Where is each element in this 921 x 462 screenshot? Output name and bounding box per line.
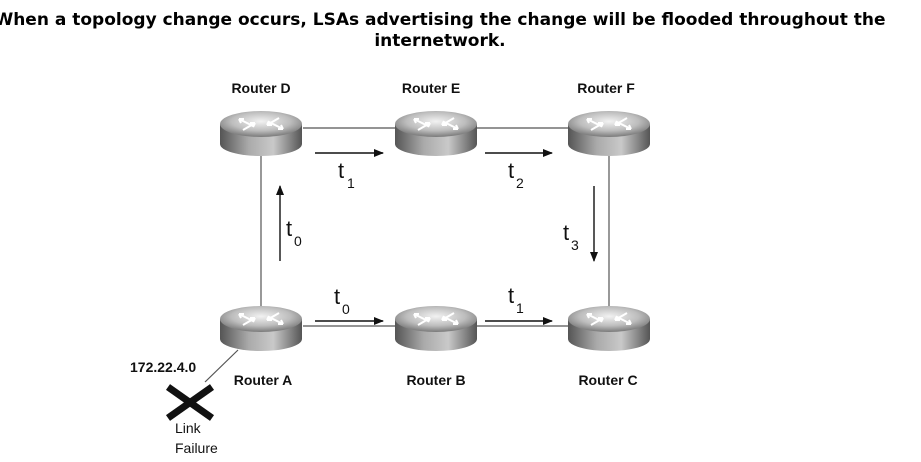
router-a-icon [219,305,303,352]
timing-subscript: 0 [342,301,350,317]
timing-subscript: 0 [294,233,302,249]
timing-b-c: t 1 [508,283,524,316]
router-a-label: Router A [234,372,293,388]
timing-subscript: 1 [347,175,355,191]
router-b-label: Router B [406,372,465,388]
router-b-icon [394,305,478,352]
timing-d-e: t 1 [338,158,355,191]
router-f-label: Router F [577,80,635,96]
router-f-icon [567,110,651,157]
links [204,127,610,383]
timing-a-b: t 0 [334,284,350,317]
timing-letter: t [508,283,514,308]
title-line-2: internetwork. [374,31,506,51]
timing-letter: t [334,284,340,309]
router-e-icon [394,110,478,157]
timing-e-f: t 2 [508,158,524,191]
timing-subscript: 3 [571,237,579,253]
router-d-label: Router D [231,80,290,96]
flood-arrows [276,149,598,325]
timing-subscript: 2 [516,175,524,191]
timing-letter: t [338,158,344,183]
timing-subscript: 1 [516,300,524,316]
timing-letter: t [563,220,569,245]
title-line-1: When a topology change occurs, LSAs adve… [0,10,886,30]
link-failure-x-icon [165,384,215,421]
router-c-icon [567,305,651,352]
failure-label-line1: Link [175,420,202,436]
timing-f-c: t 3 [563,220,579,253]
router-c-label: Router C [578,372,637,388]
link-a-network [204,349,239,383]
network-address: 172.22.4.0 [130,359,196,375]
router-e-label: Router E [402,80,460,96]
failure-label-line2: Failure [175,440,218,456]
router-d-icon [219,110,303,157]
timing-letter: t [286,216,292,241]
timing-letter: t [508,158,514,183]
timing-a-d: t 0 [286,216,302,249]
diagram-title: When a topology change occurs, LSAs adve… [0,10,920,52]
